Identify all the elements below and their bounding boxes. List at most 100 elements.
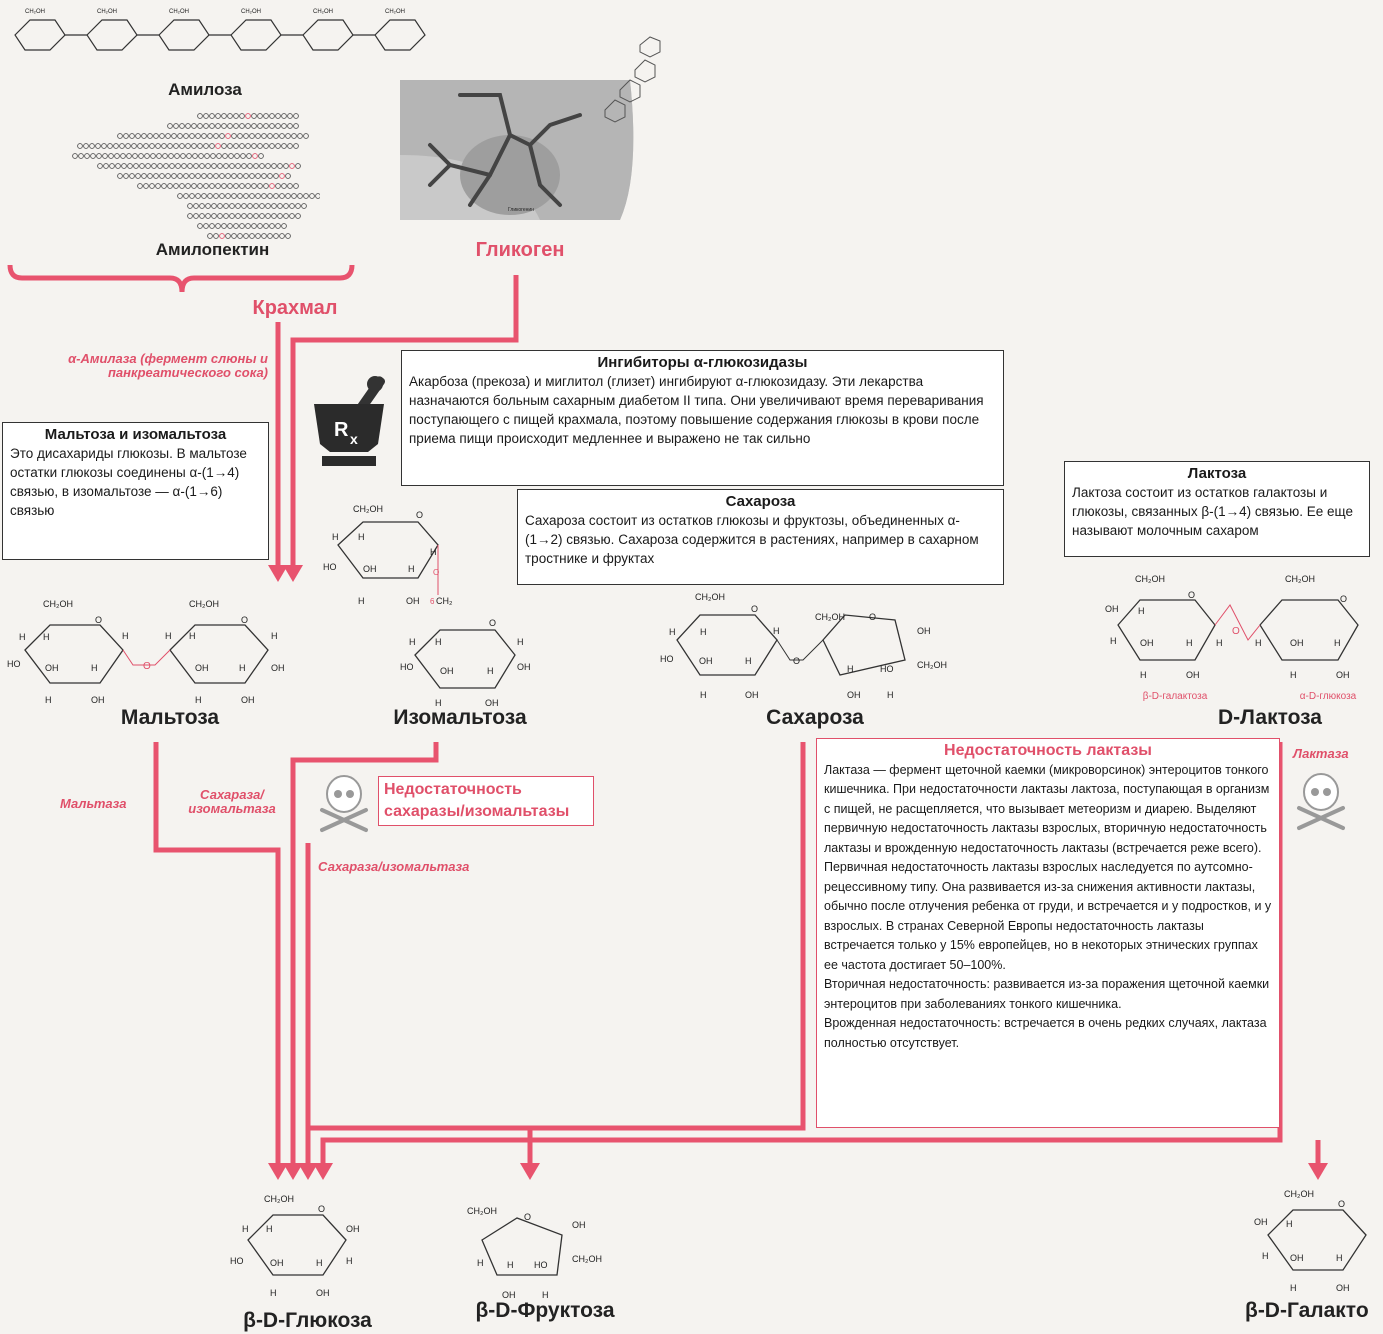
amylopectin-bead xyxy=(185,123,191,129)
amylopectin-bead xyxy=(189,173,195,179)
amylopectin-bead xyxy=(147,173,153,179)
beta-galactose-sublabel: β-D-галактоза xyxy=(1142,691,1208,702)
amylopectin-bead xyxy=(235,203,241,209)
amylopectin-bead xyxy=(78,153,84,159)
svg-text:H: H xyxy=(1336,1253,1343,1263)
amylopectin-bead xyxy=(135,173,141,179)
amylopectin-bead xyxy=(239,183,245,189)
amylopectin-bead xyxy=(265,213,271,219)
svg-text:H: H xyxy=(700,627,707,637)
amylopectin-bead xyxy=(233,113,239,119)
amylopectin-bead xyxy=(129,173,135,179)
maltase-label: Мальтаза xyxy=(60,796,127,811)
amylopectin-bead xyxy=(203,183,209,189)
amylopectin-bead xyxy=(221,143,227,149)
amylopectin-bead xyxy=(149,143,155,149)
amylopectin-bead xyxy=(203,123,209,129)
amylopectin-bead xyxy=(295,163,301,169)
amylopectin-bead xyxy=(141,133,147,139)
amylopectin-bead xyxy=(119,143,125,149)
svg-text:H: H xyxy=(1140,670,1147,680)
amylopectin-bead xyxy=(221,183,227,189)
amylopectin-bead xyxy=(285,133,291,139)
amylopectin-bead xyxy=(215,223,221,229)
amylopectin-bead xyxy=(251,123,257,129)
amylopectin-bead xyxy=(149,183,155,189)
amylopectin-bead xyxy=(267,173,273,179)
svg-text:OH: OH xyxy=(1186,670,1200,680)
svg-text:O: O xyxy=(869,612,876,622)
svg-text:OH: OH xyxy=(270,1258,284,1268)
amylopectin-bead xyxy=(117,133,123,139)
svg-text:H: H xyxy=(409,637,416,647)
lactose-label: D-Лактоза xyxy=(1217,706,1322,729)
amylopectin-bead xyxy=(269,113,275,119)
svg-text:H: H xyxy=(669,627,676,637)
svg-text:OH: OH xyxy=(1290,638,1304,648)
amylopectin-bead xyxy=(269,223,275,229)
amylopectin-bead xyxy=(177,133,183,139)
amylopectin-bead xyxy=(187,203,193,209)
amylopectin-bead xyxy=(259,203,265,209)
amylopectin-bead xyxy=(275,113,281,119)
amylopectin-bead xyxy=(251,143,257,149)
lactose-text: Лактоза состоит из остатков галактозы и … xyxy=(1072,485,1354,538)
amylopectin-bead xyxy=(197,143,203,149)
amylopectin-bead xyxy=(192,153,198,159)
svg-text:OH: OH xyxy=(699,656,713,666)
svg-text:H: H xyxy=(435,698,442,708)
svg-text:H: H xyxy=(1186,638,1193,648)
amylopectin-bead xyxy=(271,163,277,169)
svg-text:H: H xyxy=(195,695,202,705)
amylopectin-bead xyxy=(159,173,165,179)
amylopectin-bead xyxy=(285,233,291,239)
svg-text:CH₂OH: CH₂OH xyxy=(1284,1189,1314,1199)
amylopectin-bead xyxy=(209,113,215,119)
svg-text:O: O xyxy=(524,1212,531,1222)
amylopectin-bead xyxy=(247,163,253,169)
amylopectin-bead xyxy=(153,133,159,139)
amylopectin-bead xyxy=(253,163,259,169)
lactose-box: Лактоза Лактоза состоит из остатков гала… xyxy=(1064,461,1370,557)
svg-text:OH: OH xyxy=(1254,1217,1268,1227)
amylopectin-bead xyxy=(179,143,185,149)
svg-text:OH: OH xyxy=(195,663,209,673)
svg-text:H: H xyxy=(1262,1251,1269,1261)
svg-text:HO: HO xyxy=(7,659,21,669)
amylopectin-bead xyxy=(109,163,115,169)
amylopectin-bead xyxy=(207,173,213,179)
svg-text:H: H xyxy=(43,632,50,642)
amylose-label: Амилоза xyxy=(168,80,242,99)
amylopectin-bead xyxy=(245,113,251,119)
amylopectin-bead xyxy=(108,153,114,159)
maltose-isomaltose-text: Это дисахариды глюкозы. В мальтозе остат… xyxy=(10,446,247,518)
svg-text:O: O xyxy=(1338,1199,1345,1209)
amylopectin-bead xyxy=(219,173,225,179)
amylopectin-bead xyxy=(229,163,235,169)
amylopectin-bead xyxy=(229,203,235,209)
amylopectin-bead xyxy=(197,113,203,119)
svg-text:CH₂: CH₂ xyxy=(436,596,453,606)
amylopectin-bead xyxy=(241,203,247,209)
amylopectin-bead xyxy=(271,213,277,219)
amylopectin-bead xyxy=(107,143,113,149)
amylopectin-bead xyxy=(233,143,239,149)
amylopectin-bead xyxy=(277,213,283,219)
svg-text:H: H xyxy=(242,1224,249,1234)
amylopectin-bead xyxy=(251,113,257,119)
svg-text:CH₂OH: CH₂OH xyxy=(385,9,405,15)
lactase-deficiency-p4: Врожденная недостаточность: встречается … xyxy=(824,1016,1267,1050)
svg-text:Гликогенин: Гликогенин xyxy=(508,207,534,213)
amylopectin-bead xyxy=(223,203,229,209)
amylopectin-bead xyxy=(275,123,281,129)
svg-text:O: O xyxy=(1232,626,1240,637)
svg-text:H: H xyxy=(266,1224,273,1234)
amylopectin-bead xyxy=(287,113,293,119)
svg-text:H: H xyxy=(91,663,98,673)
svg-text:H: H xyxy=(745,656,752,666)
amylopectin-bead xyxy=(255,233,261,239)
amylopectin-bead xyxy=(102,153,108,159)
amylopectin-bead xyxy=(257,183,263,189)
amylopectin-bead xyxy=(231,133,237,139)
amylopectin-bead xyxy=(263,183,269,189)
